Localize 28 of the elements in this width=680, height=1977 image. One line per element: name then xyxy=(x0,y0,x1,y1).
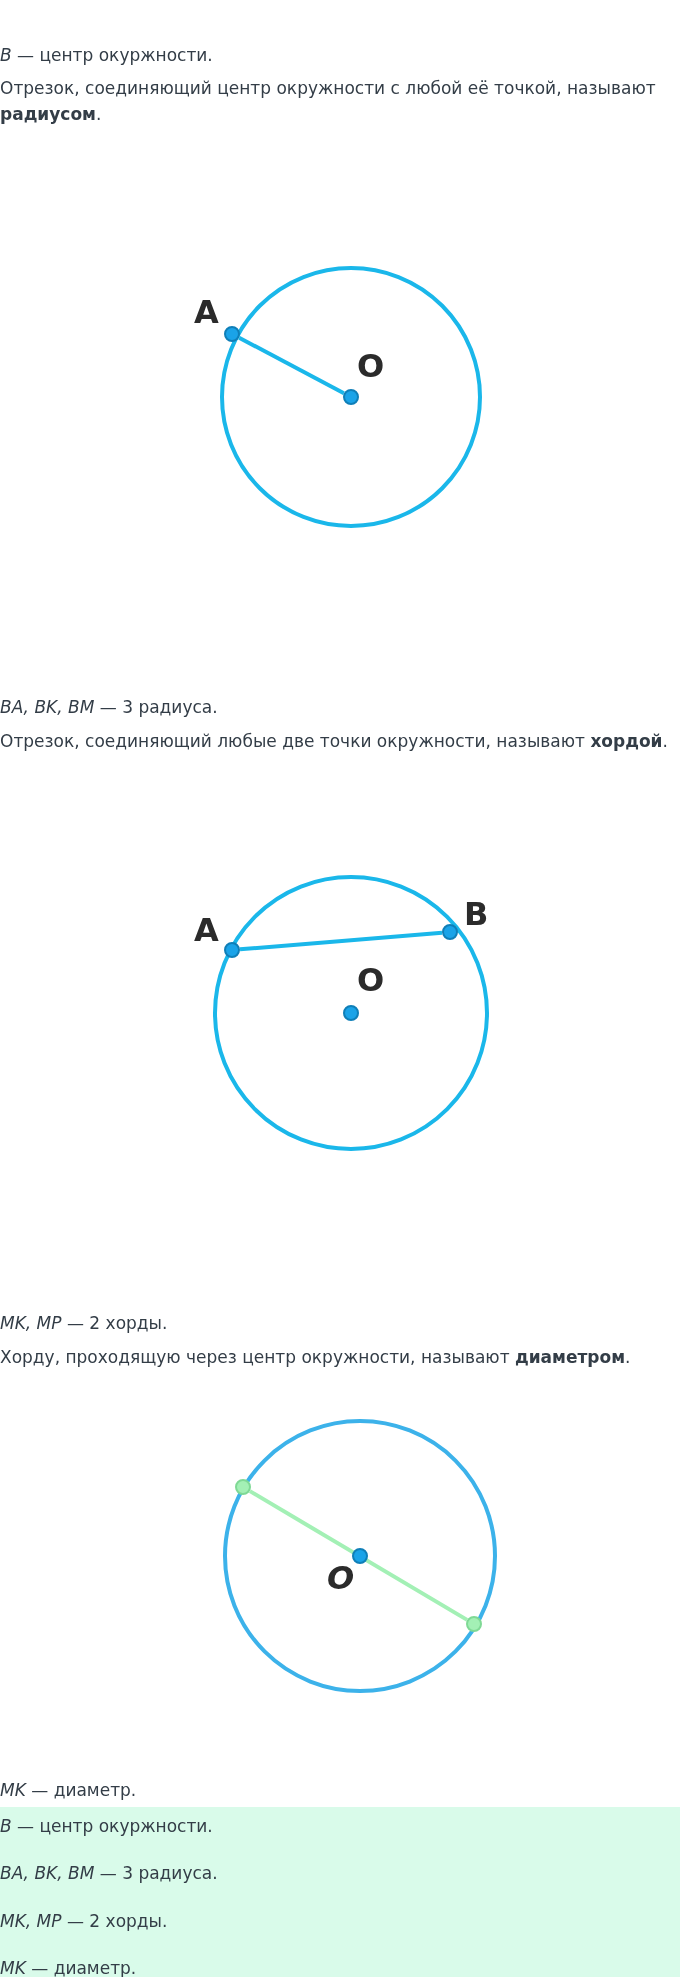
text-line: MK, MP — 2 хорды. xyxy=(0,1312,169,1335)
point-label: A xyxy=(194,294,219,330)
text-line: B — центр окуржности. xyxy=(0,44,214,67)
point-label: A xyxy=(194,912,219,948)
text-line: BA, BK, BM — 3 радиуса. xyxy=(0,1862,219,1885)
text-line: Хорду, проходящую через центр окружности, называют диаметром. xyxy=(0,1346,632,1369)
line-segment xyxy=(248,1489,469,1622)
point-dot xyxy=(343,1005,359,1021)
point-dot xyxy=(466,1616,482,1632)
point-label: O xyxy=(357,962,385,998)
text-line: MK — диаметр. xyxy=(0,1957,138,1977)
point-dot xyxy=(224,326,240,342)
point-dot xyxy=(343,389,359,405)
point-dot xyxy=(352,1548,368,1564)
text-line: BA, BK, BM — 3 радиуса. xyxy=(0,696,219,719)
point-dot xyxy=(235,1479,251,1495)
text-line: B — центр окуржности. xyxy=(0,1815,214,1838)
text-line: Отрезок, соединяющий любые две точки окружности, называют хордой. xyxy=(0,730,669,753)
point-dot xyxy=(442,924,458,940)
text-line: Отрезок, соединяющий центр окружности с любой её точкой, называют радиусом. xyxy=(0,77,657,126)
point-dot xyxy=(224,942,240,958)
text-line: MK — диаметр. xyxy=(0,1779,138,1802)
point-label: B xyxy=(464,896,489,932)
text-line: MK, MP — 2 хорды. xyxy=(0,1910,169,1933)
line-segment xyxy=(238,335,345,396)
line-segment xyxy=(239,930,443,952)
point-label: O xyxy=(327,1560,355,1596)
point-label: O xyxy=(357,348,385,384)
